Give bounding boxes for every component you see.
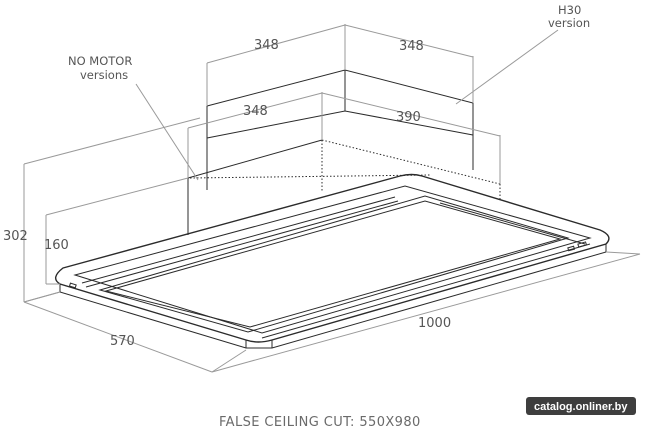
- lower-motor-box: [187, 92, 501, 235]
- h30-note-line1: H30: [558, 3, 581, 17]
- h30-note-line2: version: [548, 16, 590, 30]
- watermark-text: catalog.onliner.by: [534, 401, 628, 413]
- dim-mid-left: 348: [243, 104, 268, 119]
- dim-depth: 570: [110, 334, 135, 349]
- dim-mid-right: 390: [396, 110, 421, 125]
- dim-top-left: 348: [254, 38, 279, 53]
- hood-panel: [55, 173, 610, 349]
- no-motor-leader-line: [135, 83, 199, 181]
- dim-top-right: 348: [399, 39, 424, 54]
- dim-height-total: 302: [3, 229, 28, 244]
- dim-height-body: 160: [44, 238, 69, 253]
- no-motor-note-line2: versions: [80, 68, 128, 82]
- upper-motor-box: [206, 24, 474, 190]
- footprint-dimension-lines: [23, 251, 641, 373]
- watermark-badge: catalog.onliner.by: [526, 397, 636, 415]
- dim-width: 1000: [418, 316, 451, 331]
- false-ceiling-caption: FALSE CEILING CUT: 550X980: [219, 415, 421, 430]
- h30-leader-line: [455, 29, 559, 105]
- no-motor-note-line1: NO MOTOR: [68, 54, 132, 68]
